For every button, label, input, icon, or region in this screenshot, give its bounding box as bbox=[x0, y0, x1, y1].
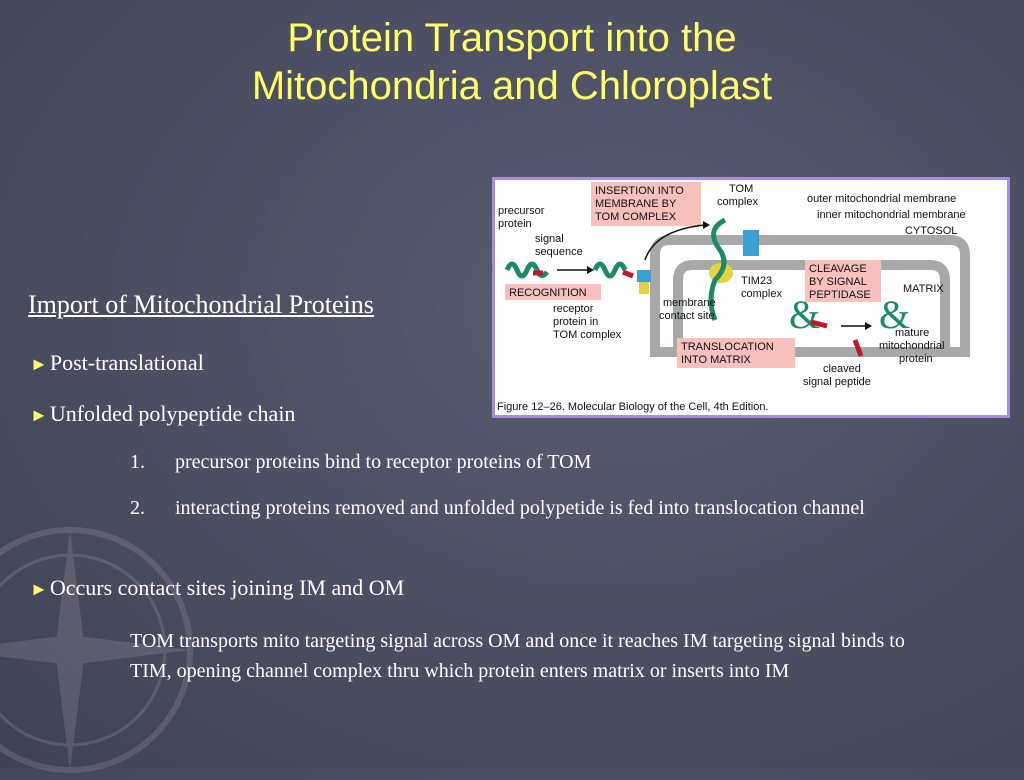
bullet-arrow-icon: ► bbox=[30, 405, 48, 425]
svg-text:receptor: receptor bbox=[553, 303, 594, 315]
svg-text:TRANSLOCATION: TRANSLOCATION bbox=[681, 341, 774, 353]
svg-text:TOM COMPLEX: TOM COMPLEX bbox=[595, 211, 677, 223]
title-line-1: Protein Transport into the bbox=[287, 16, 737, 60]
mature-protein-icon: & bbox=[879, 292, 910, 337]
svg-text:contact site: contact site bbox=[659, 310, 715, 322]
svg-text:outer mitochondrial membrane: outer mitochondrial membrane bbox=[807, 193, 956, 205]
svg-text:mature: mature bbox=[895, 327, 929, 339]
svg-text:protein in: protein in bbox=[553, 316, 598, 328]
bullet-arrow-icon: ► bbox=[30, 354, 48, 374]
bullet-post-translational: ►Post-translational bbox=[30, 350, 204, 375]
outer-membrane bbox=[650, 235, 970, 355]
svg-text:precursor: precursor bbox=[498, 205, 545, 217]
bullet-arrow-icon: ► bbox=[30, 579, 48, 599]
svg-text:TIM23: TIM23 bbox=[741, 275, 772, 287]
svg-text:inner mitochondrial membrane: inner mitochondrial membrane bbox=[817, 209, 966, 221]
svg-text:sequence: sequence bbox=[535, 246, 583, 258]
svg-text:TOM: TOM bbox=[729, 183, 753, 195]
svg-text:signal: signal bbox=[535, 233, 564, 245]
protein-matrix-icon: & bbox=[789, 292, 820, 337]
svg-text:CLEAVAGE: CLEAVAGE bbox=[809, 263, 867, 275]
svg-text:complex: complex bbox=[717, 196, 758, 208]
svg-text:cleaved: cleaved bbox=[823, 363, 861, 375]
svg-text:BY SIGNAL: BY SIGNAL bbox=[809, 276, 867, 288]
tom-complex-icon bbox=[743, 230, 759, 256]
svg-text:TOM complex: TOM complex bbox=[553, 329, 622, 341]
svg-text:MEMBRANE BY: MEMBRANE BY bbox=[595, 198, 677, 210]
protein-recognition-icon bbox=[592, 261, 628, 279]
bullet-contact-sites: ►Occurs contact sites joining IM and OM bbox=[30, 575, 405, 600]
svg-text:protein: protein bbox=[899, 353, 933, 365]
figure-caption: Figure 12–26. Molecular Biology of the C… bbox=[497, 401, 769, 413]
svg-text:PEPTIDASE: PEPTIDASE bbox=[809, 289, 871, 301]
section-heading: Import of Mitochondrial Proteins bbox=[28, 290, 374, 319]
figure-diagram: & & INSERTION INTO MEMBRANE BY TOM COMPL… bbox=[497, 182, 970, 413]
title-line-2: Mitochondria and Chloroplast bbox=[251, 64, 773, 108]
svg-text:mitochondrial: mitochondrial bbox=[879, 340, 944, 352]
receptor-icon bbox=[637, 270, 651, 282]
svg-text:MATRIX: MATRIX bbox=[903, 283, 944, 295]
insertion-box bbox=[591, 182, 701, 226]
tom-tim-paragraph: TOM transports mito targeting signal acr… bbox=[130, 630, 905, 682]
svg-text:RECOGNITION: RECOGNITION bbox=[509, 287, 587, 299]
svg-text:protein: protein bbox=[498, 218, 532, 230]
svg-text:membrane: membrane bbox=[663, 297, 716, 309]
svg-text:INTO MATRIX: INTO MATRIX bbox=[681, 354, 752, 366]
svg-text:CYTOSOL: CYTOSOL bbox=[905, 225, 957, 237]
svg-text:INSERTION INTO: INSERTION INTO bbox=[595, 185, 684, 197]
recognition-box bbox=[505, 284, 601, 300]
mitochondria-import-figure: & & INSERTION INTO MEMBRANE BY TOM COMPL… bbox=[492, 177, 1010, 418]
translocation-box bbox=[677, 338, 795, 368]
slide-title: Protein Transport into the Mitochondria … bbox=[0, 14, 1024, 110]
cleavage-box bbox=[805, 260, 881, 302]
svg-text:signal peptide: signal peptide bbox=[803, 376, 871, 388]
svg-text:complex: complex bbox=[741, 288, 782, 300]
bullet-unfolded-chain: ►Unfolded polypeptide chain bbox=[30, 401, 296, 426]
